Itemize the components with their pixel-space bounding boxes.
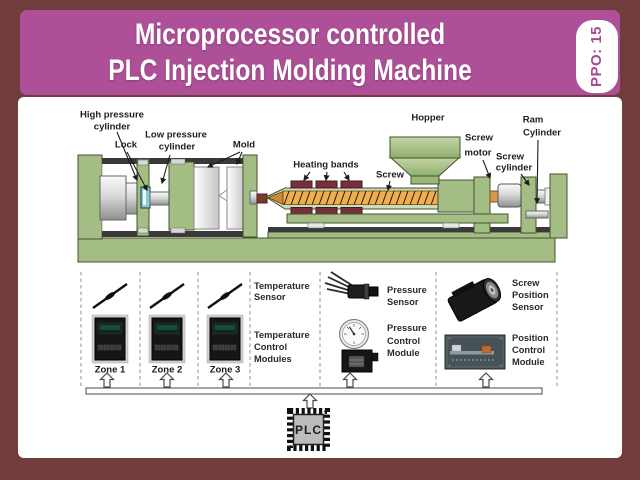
svg-text:Position: Position: [512, 290, 549, 300]
zone-labels: Zone 1 Zone 2 Zone 3: [95, 365, 241, 376]
label-hopper: Hopper: [411, 113, 445, 124]
label-zone-3: Zone 3: [210, 365, 241, 376]
label-temperature-control-modules: Temperature: [254, 330, 310, 340]
svg-text:Control: Control: [254, 342, 287, 352]
thermocouple-icon: [92, 283, 128, 309]
hopper-shape: [388, 136, 462, 185]
svg-text:Modules: Modules: [254, 354, 292, 364]
label-heating-bands: Heating bands: [293, 160, 358, 171]
ram-cylinder-shape: [549, 173, 568, 239]
svg-text:Sensor: Sensor: [512, 302, 544, 312]
position-control-module-icon: [444, 334, 506, 370]
nozzle-tip: [256, 193, 268, 204]
plc-label: PLC: [295, 423, 322, 437]
up-arrow-icon: [342, 372, 358, 388]
svg-text:cylinder: cylinder: [496, 163, 533, 174]
lock-shape: [140, 186, 151, 209]
barrel-housing: [437, 179, 475, 213]
pressure-gauge-icon: [339, 319, 379, 373]
up-arrow-icon: [302, 393, 318, 409]
ppo-badge-text: PPO: 15: [588, 25, 606, 88]
ppo-badge: PPO: 15: [576, 20, 618, 93]
plc-chip-icon: PLC: [287, 408, 330, 451]
svg-text:Sensor: Sensor: [387, 297, 419, 307]
leader-arrows: [116, 131, 541, 205]
svg-text:motor: motor: [465, 148, 492, 159]
plc-bus-bar: [85, 387, 543, 395]
label-zone-1: Zone 1: [95, 365, 126, 376]
low-pressure-cylinder-shape: [168, 158, 195, 234]
label-screw-motor: Screw: [465, 133, 494, 144]
temperature-control-module-icons: [91, 314, 244, 364]
title-banner: Microprocessor controlled PLC Injection …: [20, 10, 620, 95]
high-pressure-cylinder-shape: [99, 175, 140, 221]
label-screw-cylinder: Screw: [496, 152, 525, 163]
label-ram-cylinder: Ram: [523, 115, 544, 126]
label-lock: Lock: [115, 140, 138, 151]
carriage-rail: [286, 213, 509, 224]
page-title-line2: PLC Injection Molding Machine: [108, 53, 472, 87]
temp-controller-icon: [148, 314, 186, 364]
label-low-pressure-cylinder: Low pressure: [145, 130, 207, 141]
page-title-line1: Microprocessor controlled: [134, 17, 446, 51]
injection-unit: [249, 136, 568, 239]
svg-text:Cylinder: Cylinder: [523, 128, 561, 139]
thermocouple-icon: [149, 283, 185, 309]
svg-text:cylinder: cylinder: [94, 122, 131, 133]
label-screw-position-sensor: Screw: [512, 278, 540, 288]
screw-shape: [267, 190, 439, 206]
svg-text:cylinder: cylinder: [159, 142, 196, 153]
thermocouple-icon: [207, 283, 243, 309]
temp-controller-icon: [206, 314, 244, 364]
temp-controller-icon: [91, 314, 129, 364]
machine-labels: High pressure cylinder Lock Low pressure…: [80, 110, 561, 181]
injection-molding-diagram: High pressure cylinder Lock Low pressure…: [77, 110, 568, 451]
temperature-sensor-icons: [92, 283, 243, 309]
svg-text:Module: Module: [387, 348, 420, 358]
label-position-control-module: Position: [512, 333, 549, 343]
mold-shape: [193, 166, 245, 230]
svg-text:Control: Control: [387, 336, 420, 346]
label-screw: Screw: [376, 170, 405, 181]
label-pressure-control-module: Pressure: [387, 323, 427, 333]
screw-motor-shape: [497, 183, 522, 208]
machine-base: [77, 227, 556, 263]
piston-rod: [149, 191, 170, 206]
label-mold: Mold: [233, 140, 255, 151]
control-labels: Temperature Sensor Temperature Control M…: [254, 278, 549, 367]
svg-text:Control: Control: [512, 345, 545, 355]
clamping-unit: [77, 154, 258, 240]
ram-rod: [525, 210, 549, 219]
pressure-sensor-icon: [324, 271, 379, 300]
label-temperature-sensor: Temperature: [254, 281, 310, 291]
label-zone-2: Zone 2: [152, 365, 183, 376]
label-high-pressure-cylinder: High pressure: [80, 110, 144, 121]
svg-text:Module: Module: [512, 357, 545, 367]
nozzle-holder: [249, 190, 258, 205]
screw-shaft: [489, 190, 499, 203]
screw-position-sensor-icon: [447, 278, 502, 322]
label-pressure-sensor: Pressure: [387, 285, 427, 295]
svg-text:Sensor: Sensor: [254, 292, 286, 302]
up-arrow-icon: [478, 372, 494, 388]
diagram-panel: High pressure cylinder Lock Low pressure…: [18, 97, 622, 458]
